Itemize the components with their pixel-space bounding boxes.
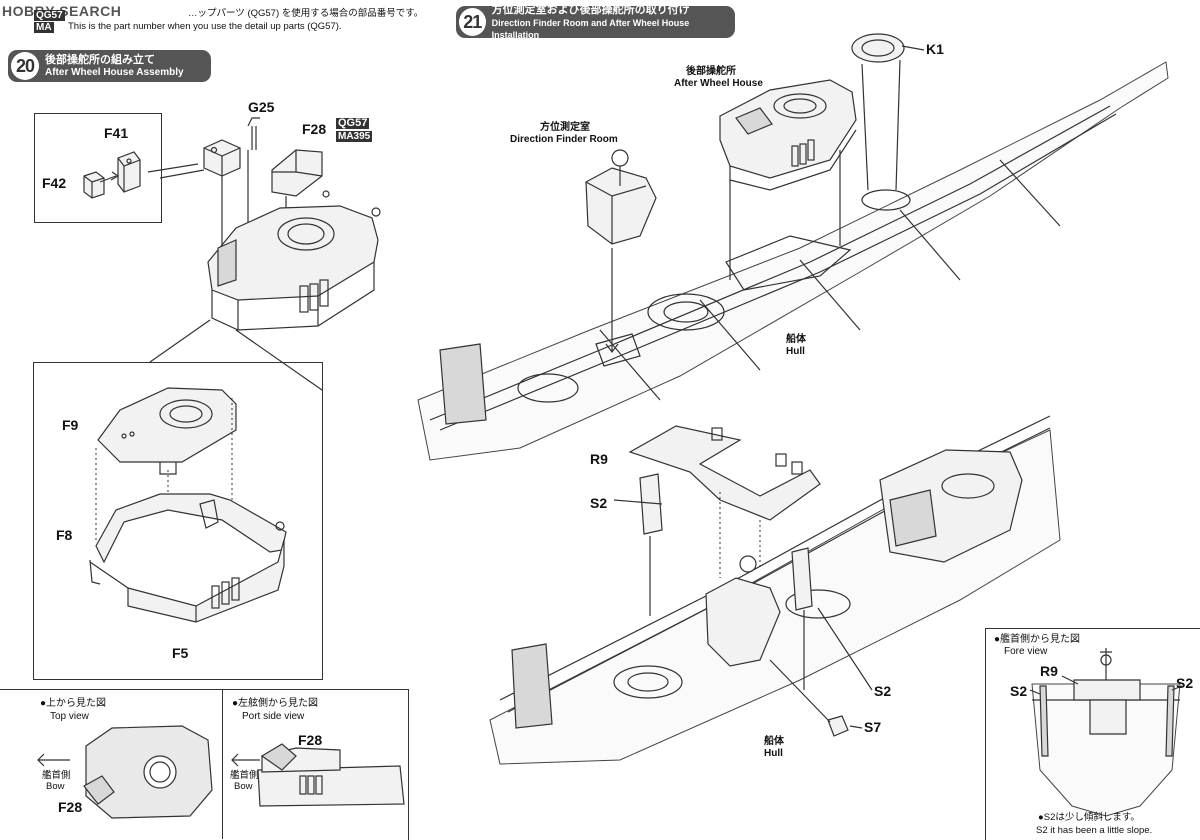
label-s2-left: S2 (590, 495, 608, 511)
port-view-drawing (231, 743, 405, 807)
direction-finder-room-drawing (585, 149, 657, 245)
arrow-assembly (147, 163, 199, 173)
arrow-f42-head (110, 171, 120, 181)
top-view-bow-en: Bow (46, 781, 65, 792)
part-s2-left-drawing (639, 473, 663, 535)
hull-lower-drawing (489, 415, 1061, 765)
label-hull2-jp: 船体 (764, 736, 784, 747)
part-f5-drawing (89, 539, 285, 623)
f41-f42-detail-box (34, 113, 162, 223)
label-f8: F8 (56, 527, 73, 543)
label-r9: R9 (590, 451, 608, 467)
part-f28-drawing (271, 149, 323, 197)
note-badge-qg: QG57 (34, 10, 65, 21)
port-view-bow-en: Bow (234, 781, 253, 792)
port-view-title-jp: ●左舷側から見た図 (232, 698, 319, 709)
leader-box (159, 169, 205, 179)
part-s2-right-drawing (791, 547, 813, 611)
label-after-wheel-jp: 後部操舵所 (686, 66, 736, 77)
part-s7-drawing (827, 715, 849, 737)
fore-view-label-r9: R9 (1040, 663, 1058, 679)
label-s7: S7 (864, 719, 882, 735)
leaders-s2 (613, 499, 873, 691)
part-k1-drawing (851, 33, 905, 63)
subassembly-box (33, 362, 323, 680)
top-view-label-f28: F28 (58, 799, 83, 815)
note-line-jp: …ップパーツ (QG57) を使用する場合の部品番号です。 (188, 8, 424, 19)
step21-number: 21 (459, 8, 486, 36)
port-view-bow-jp: 艦首側 (230, 770, 259, 781)
arrows-k1 (861, 59, 901, 191)
top-view-title-en: Top view (50, 711, 89, 722)
part-g25-drawing (247, 117, 260, 150)
label-hull-en: Hull (786, 346, 805, 357)
label-k1: K1 (926, 41, 944, 57)
note-badge-ma: MA (34, 22, 54, 33)
leader-s7 (769, 659, 863, 729)
part-f41-drawing (117, 151, 141, 193)
fore-view-note-en: S2 it has been a little slope. (1036, 825, 1153, 836)
views-divider (222, 689, 223, 839)
assembled-f41-f42-drawing (203, 139, 241, 177)
label-g25: G25 (248, 99, 275, 115)
arrows-wheelhouse (729, 150, 841, 280)
fore-view-title-en: Fore view (1004, 646, 1048, 657)
note-line-en: This is the part number when you use the… (68, 21, 342, 32)
hull-upper-drawing (417, 61, 1169, 461)
label-hull-jp: 船体 (786, 334, 806, 345)
arrow-f42 (99, 175, 117, 183)
step21-title-jp: 方位測定室および後部操舵所の取り付け (491, 3, 690, 16)
wheel-house-assembly-drawing (207, 190, 381, 331)
after-wheel-house-drawing (719, 79, 857, 191)
fore-view-drawing (1031, 648, 1181, 817)
views-box (0, 689, 409, 840)
leader-k1 (901, 45, 925, 51)
label-f5: F5 (172, 645, 189, 661)
label-f9: F9 (62, 417, 79, 433)
fore-leaders (1029, 675, 1183, 695)
fore-view-label-s2-right: S2 (1176, 675, 1194, 691)
top-view-drawing (37, 725, 213, 819)
label-f28: F28 (302, 121, 327, 137)
arrows-s2 (649, 536, 805, 690)
part-r9-drawing (628, 425, 821, 521)
fore-view-box (985, 628, 1200, 840)
label-s2-right: S2 (874, 683, 892, 699)
top-view-bow-jp: 艦首側 (42, 770, 71, 781)
port-view-title-en: Port side view (242, 711, 305, 722)
detail-tag-ma395: MA395 (336, 131, 373, 142)
label-dfr-jp: 方位測定室 (540, 122, 590, 133)
label-f42: F42 (42, 175, 67, 191)
step20-title-jp: 後部操舵所の組み立て (45, 53, 155, 66)
part-f8-drawing (95, 493, 287, 564)
zoom-lines (149, 319, 323, 391)
part-f42-drawing (83, 171, 105, 199)
label-dfr-en: Direction Finder Room (510, 134, 618, 145)
r9-dashes (719, 492, 761, 578)
step20-title-en: After Wheel House Assembly (45, 66, 184, 78)
part-f9-drawing (97, 387, 237, 475)
step21-title-en: Direction Finder Room and After Wheel Ho… (491, 17, 690, 40)
fore-view-title-jp: ●艦首側から見た図 (994, 634, 1081, 645)
step21-banner: 21 方位測定室および後部操舵所の取り付け Direction Finder R… (456, 3, 735, 40)
arrow-dfr (605, 248, 619, 353)
port-view-label-f28: F28 (298, 732, 323, 748)
top-view-title-jp: ●上から見た図 (40, 698, 107, 709)
detail-tag-qg57: QG57 (336, 117, 370, 129)
step20-number: 20 (11, 52, 39, 80)
label-f41: F41 (104, 125, 129, 141)
step20-banner: 20 後部操舵所の組み立て After Wheel House Assembly (8, 50, 211, 82)
label-after-wheel-en: After Wheel House (674, 78, 763, 89)
fore-view-note-jp: ●S2は少し傾斜します。 (1038, 812, 1140, 823)
label-hull2-en: Hull (764, 748, 783, 759)
fore-view-label-s2-left: S2 (1010, 683, 1028, 699)
